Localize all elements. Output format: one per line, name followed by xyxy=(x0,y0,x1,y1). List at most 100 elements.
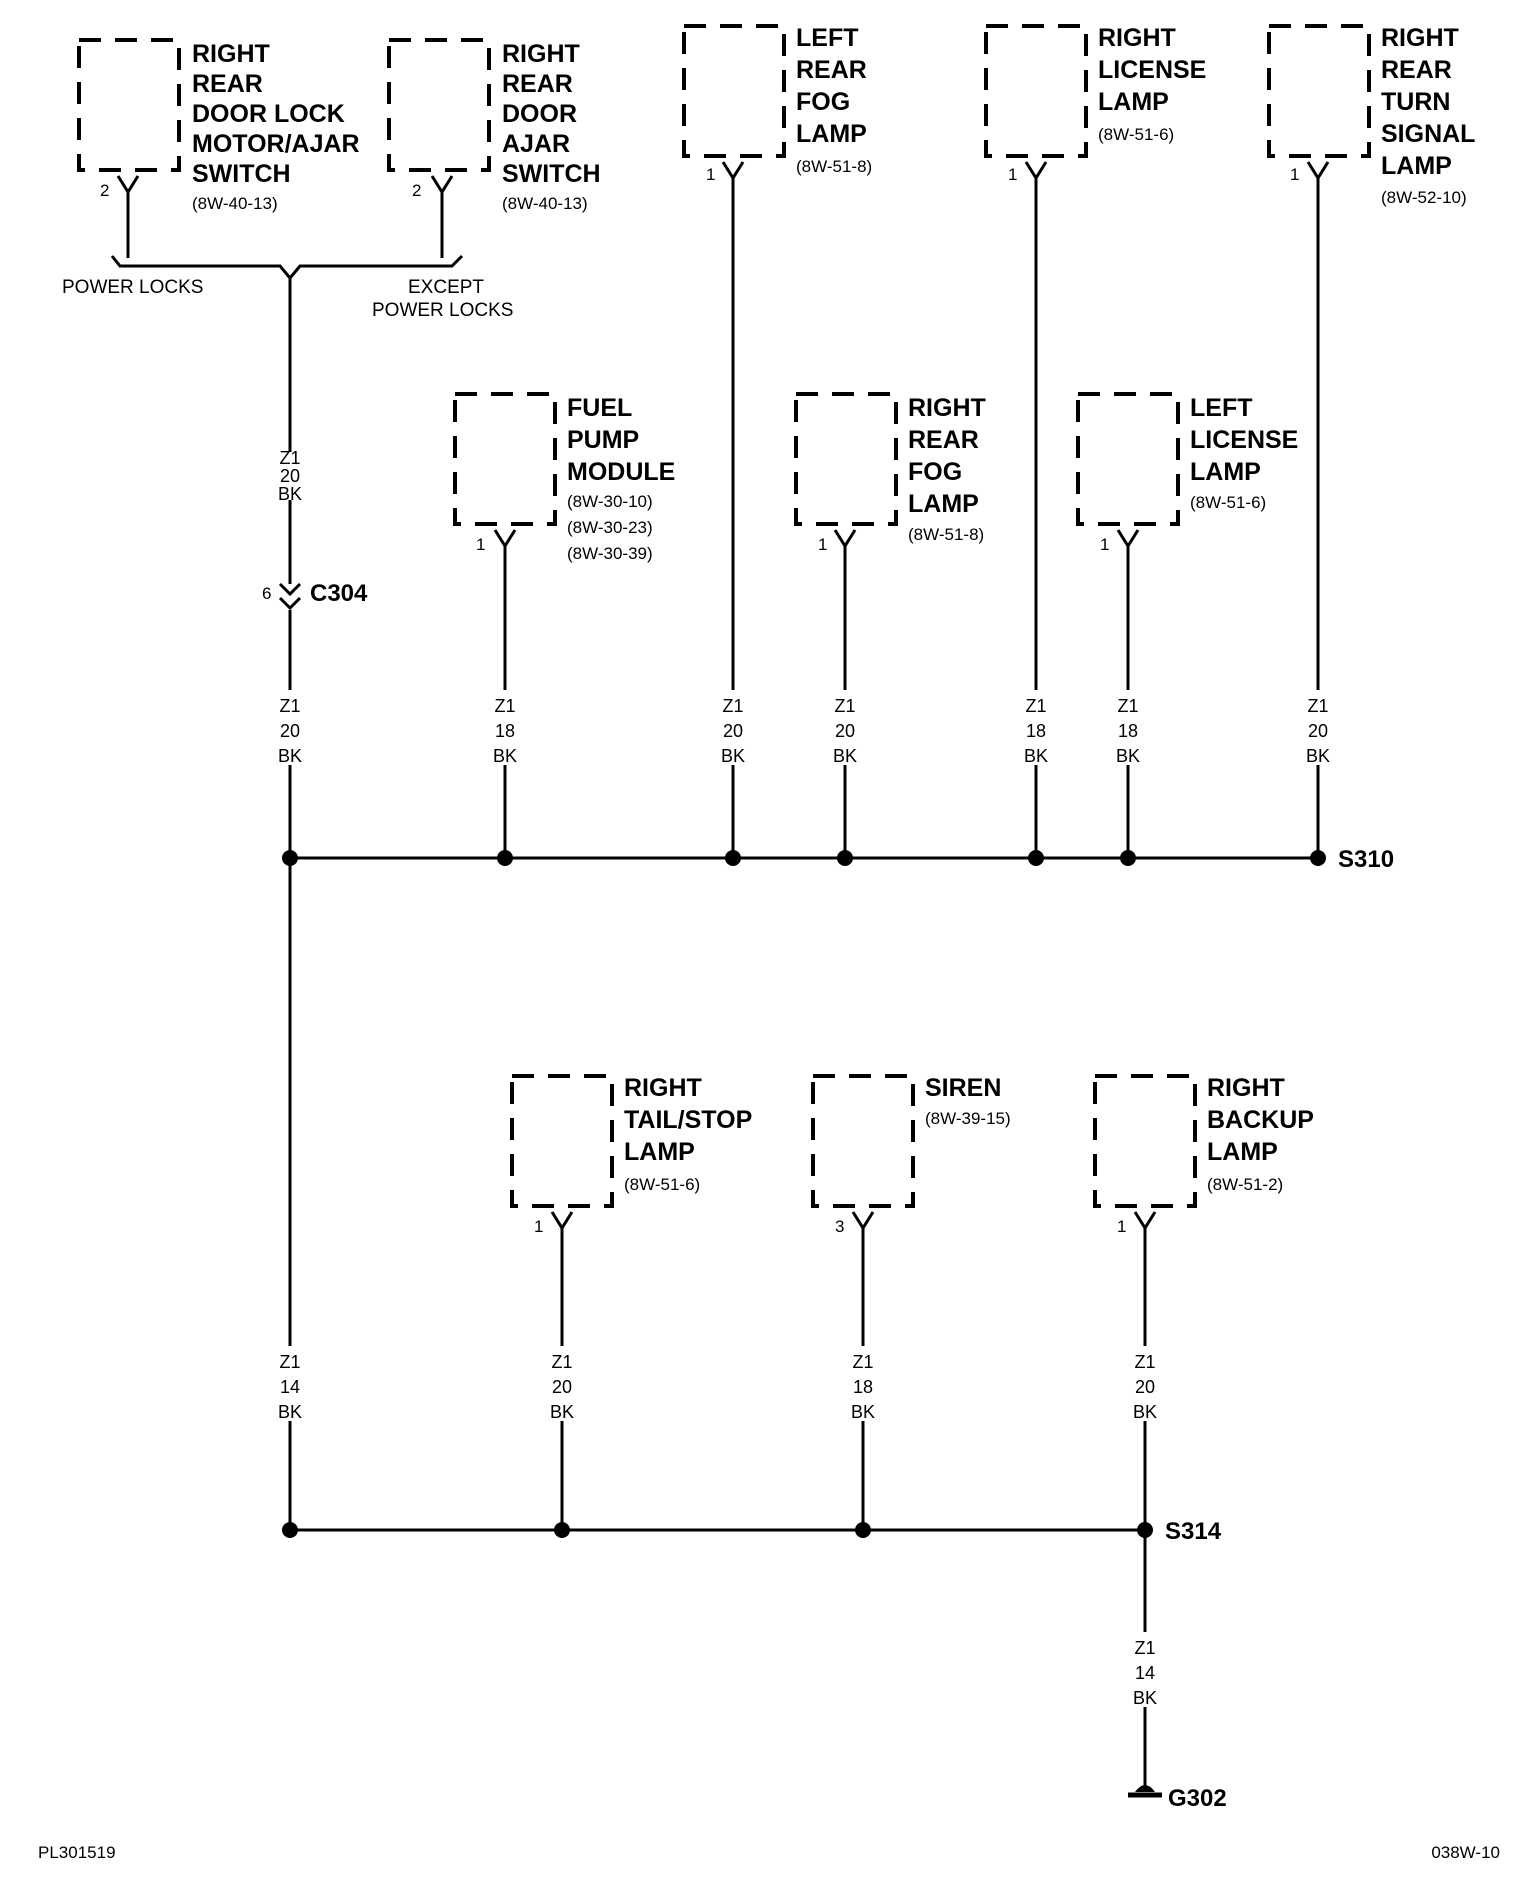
svg-text:(8W-51-6): (8W-51-6) xyxy=(1098,125,1174,144)
svg-text:LAMP: LAMP xyxy=(1381,152,1452,180)
svg-text:20: 20 xyxy=(723,721,743,741)
svg-text:POWER LOCKS: POWER LOCKS xyxy=(62,277,203,298)
svg-text:(8W-30-10): (8W-30-10) xyxy=(567,492,653,511)
svg-text:BK: BK xyxy=(721,746,745,766)
svg-text:LICENSE: LICENSE xyxy=(1098,56,1206,84)
svg-text:RIGHT: RIGHT xyxy=(1207,1074,1285,1102)
wire-code-4: Z1 20 BK xyxy=(718,690,748,766)
svg-text:LAMP: LAMP xyxy=(1190,458,1261,486)
svg-text:BK: BK xyxy=(278,484,302,504)
component-right-rear-turn-signal-lamp: 1 RIGHT REAR TURN SIGNAL LAMP (8W-52-10) xyxy=(1267,24,1475,207)
svg-text:20: 20 xyxy=(1308,721,1328,741)
svg-text:DOOR LOCK: DOOR LOCK xyxy=(192,100,345,128)
svg-text:C304: C304 xyxy=(310,580,368,607)
svg-text:G302: G302 xyxy=(1168,1785,1227,1812)
svg-text:1: 1 xyxy=(476,535,485,554)
svg-text:20: 20 xyxy=(280,721,300,741)
svg-text:3: 3 xyxy=(835,1217,844,1236)
svg-text:BK: BK xyxy=(278,1402,302,1422)
svg-text:14: 14 xyxy=(280,1377,300,1397)
svg-text:Z1: Z1 xyxy=(1307,696,1328,716)
svg-text:BK: BK xyxy=(1133,1402,1157,1422)
component-siren: 3 SIREN (8W-39-15) xyxy=(811,1074,1011,1236)
wire-code-11: Z1 18 BK xyxy=(848,1346,878,1422)
svg-text:SWITCH: SWITCH xyxy=(502,160,601,188)
wire-code-2: Z1 20 BK xyxy=(275,690,305,766)
svg-text:BK: BK xyxy=(1024,746,1048,766)
svg-text:1: 1 xyxy=(1290,165,1299,184)
ground-g302: G302 xyxy=(1128,1785,1227,1812)
svg-text:Z1: Z1 xyxy=(279,696,300,716)
svg-text:LICENSE: LICENSE xyxy=(1190,426,1298,454)
wire-code-9: Z1 14 BK xyxy=(275,1346,305,1422)
svg-text:EXCEPT: EXCEPT xyxy=(408,277,484,298)
svg-text:SIGNAL: SIGNAL xyxy=(1381,120,1475,148)
svg-text:Z1: Z1 xyxy=(494,696,515,716)
svg-text:20: 20 xyxy=(280,466,300,486)
svg-text:Z1: Z1 xyxy=(722,696,743,716)
wire-code-5: Z1 20 BK xyxy=(830,690,860,766)
svg-text:2: 2 xyxy=(100,181,109,200)
svg-text:RIGHT: RIGHT xyxy=(1381,24,1459,52)
wire-code-13: Z1 14 BK xyxy=(1130,1632,1160,1708)
wire-code-3: Z1 18 BK xyxy=(490,690,520,766)
svg-text:PUMP: PUMP xyxy=(567,426,639,454)
wire-code-10: Z1 20 BK xyxy=(547,1346,577,1422)
svg-text:BK: BK xyxy=(278,746,302,766)
svg-text:LEFT: LEFT xyxy=(1190,394,1253,422)
svg-text:(8W-51-6): (8W-51-6) xyxy=(624,1175,700,1194)
svg-text:1: 1 xyxy=(706,165,715,184)
component-right-tail-stop-lamp: 1 RIGHT TAIL/STOP LAMP (8W-51-6) xyxy=(510,1074,752,1236)
svg-text:18: 18 xyxy=(853,1377,873,1397)
svg-text:1: 1 xyxy=(1100,535,1109,554)
svg-text:MODULE: MODULE xyxy=(567,458,675,486)
svg-text:LAMP: LAMP xyxy=(624,1138,695,1166)
svg-text:LAMP: LAMP xyxy=(1207,1138,1278,1166)
svg-text:REAR: REAR xyxy=(502,70,573,98)
svg-text:REAR: REAR xyxy=(1381,56,1452,84)
svg-text:14: 14 xyxy=(1135,1663,1155,1683)
svg-text:18: 18 xyxy=(1026,721,1046,741)
wire-code-8: Z1 20 BK xyxy=(1303,690,1333,766)
svg-text:SIREN: SIREN xyxy=(925,1074,1001,1102)
svg-text:RIGHT: RIGHT xyxy=(1098,24,1176,52)
ground-icon xyxy=(1135,1785,1155,1792)
svg-text:SWITCH: SWITCH xyxy=(192,160,291,188)
svg-text:POWER LOCKS: POWER LOCKS xyxy=(372,300,513,321)
wire-code-6: Z1 18 BK xyxy=(1021,690,1051,766)
component-rr-door-ajar: 2 RIGHT REAR DOOR AJAR SWITCH (8W-40-13) xyxy=(387,38,601,213)
svg-text:BK: BK xyxy=(1133,1688,1157,1708)
svg-text:REAR: REAR xyxy=(796,56,867,84)
svg-text:1: 1 xyxy=(1117,1217,1126,1236)
footer-right-code: 038W-10 xyxy=(1431,1843,1500,1862)
svg-text:REAR: REAR xyxy=(192,70,263,98)
svg-text:Z1: Z1 xyxy=(279,1352,300,1372)
svg-text:Z1: Z1 xyxy=(834,696,855,716)
svg-text:FOG: FOG xyxy=(908,458,962,486)
svg-text:FOG: FOG xyxy=(796,88,850,116)
component-right-rear-fog-lamp: 1 RIGHT REAR FOG LAMP (8W-51-8) xyxy=(794,392,986,554)
svg-text:Z1: Z1 xyxy=(551,1352,572,1372)
svg-text:(8W-51-8): (8W-51-8) xyxy=(796,157,872,176)
component-left-license-lamp: 1 LEFT LICENSE LAMP (8W-51-6) xyxy=(1076,392,1298,554)
svg-text:Z1: Z1 xyxy=(279,448,300,468)
svg-text:(8W-30-39): (8W-30-39) xyxy=(567,544,653,563)
svg-text:LAMP: LAMP xyxy=(908,490,979,518)
svg-text:20: 20 xyxy=(1135,1377,1155,1397)
svg-text:BK: BK xyxy=(550,1402,574,1422)
svg-text:S310: S310 xyxy=(1338,846,1394,873)
svg-text:LAMP: LAMP xyxy=(1098,88,1169,116)
svg-text:(8W-51-2): (8W-51-2) xyxy=(1207,1175,1283,1194)
svg-text:RIGHT: RIGHT xyxy=(502,40,580,68)
splice-s310: S310 xyxy=(282,846,1394,873)
svg-text:RIGHT: RIGHT xyxy=(192,40,270,68)
component-rr-door-lock: 2 RIGHT REAR DOOR LOCK MOTOR/AJAR SWITCH… xyxy=(77,38,360,213)
svg-text:DOOR: DOOR xyxy=(502,100,577,128)
svg-text:AJAR: AJAR xyxy=(502,130,570,158)
svg-text:Z1: Z1 xyxy=(1134,1638,1155,1658)
splice-s314: S314 xyxy=(282,1518,1222,1545)
svg-text:1: 1 xyxy=(1008,165,1017,184)
svg-text:LAMP: LAMP xyxy=(796,120,867,148)
svg-text:REAR: REAR xyxy=(908,426,979,454)
